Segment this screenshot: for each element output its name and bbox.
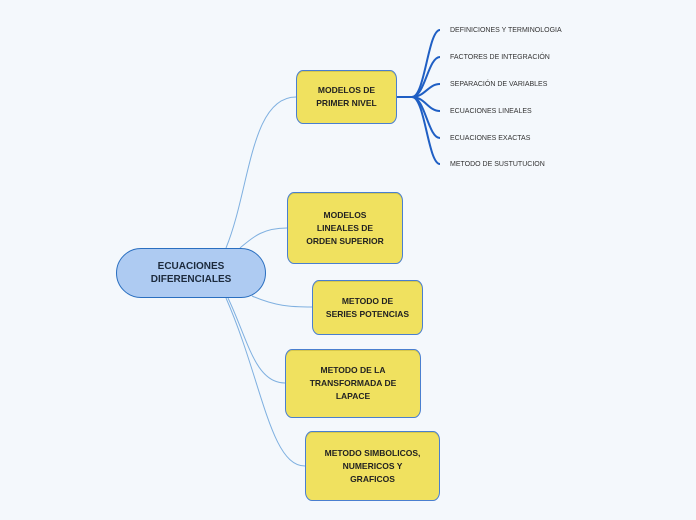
connector-root-topic-5 bbox=[225, 297, 306, 467]
connector-root-topic-4 bbox=[227, 297, 286, 384]
connector-sub-6 bbox=[397, 96, 441, 165]
subtopic-definiciones[interactable]: DEFINICIONES Y TERMINOLOGIA bbox=[450, 27, 562, 34]
connector-sub-1 bbox=[397, 29, 441, 98]
root-node[interactable]: ECUACIONES DIFERENCIALES bbox=[116, 248, 266, 298]
subtopic-ecuaciones-lineales[interactable]: ECUACIONES LINEALES bbox=[450, 108, 532, 115]
subtopic-factores-integracion[interactable]: FACTORES DE INTEGRACIÓN bbox=[450, 54, 550, 61]
connector-root-topic-1 bbox=[225, 96, 297, 249]
subtopic-ecuaciones-exactas[interactable]: ECUACIONES EXACTAS bbox=[450, 135, 531, 142]
topic-node-modelos-lineales[interactable]: MODELOS LINEALES DE ORDEN SUPERIOR bbox=[287, 192, 403, 264]
connector-root-topic-3 bbox=[251, 295, 313, 308]
topic-node-series-potencias[interactable]: METODO DE SERIES POTENCIAS bbox=[312, 280, 423, 335]
topic-node-metodos-simbolicos[interactable]: METODO SIMBOLICOS, NUMERICOS Y GRAFICOS bbox=[305, 431, 440, 501]
connector-root-topic-2 bbox=[239, 227, 288, 249]
topic-node-modelos-primer-nivel[interactable]: MODELOS DE PRIMER NIVEL bbox=[296, 70, 397, 124]
subtopic-separacion-variables[interactable]: SEPARACIÓN DE VARIABLES bbox=[450, 81, 548, 88]
subtopic-metodo-sustitucion[interactable]: METODO DE SUSTUTUCION bbox=[450, 161, 545, 168]
topic-node-transformada-lapace[interactable]: METODO DE LA TRANSFORMADA DE LAPACE bbox=[285, 349, 421, 418]
